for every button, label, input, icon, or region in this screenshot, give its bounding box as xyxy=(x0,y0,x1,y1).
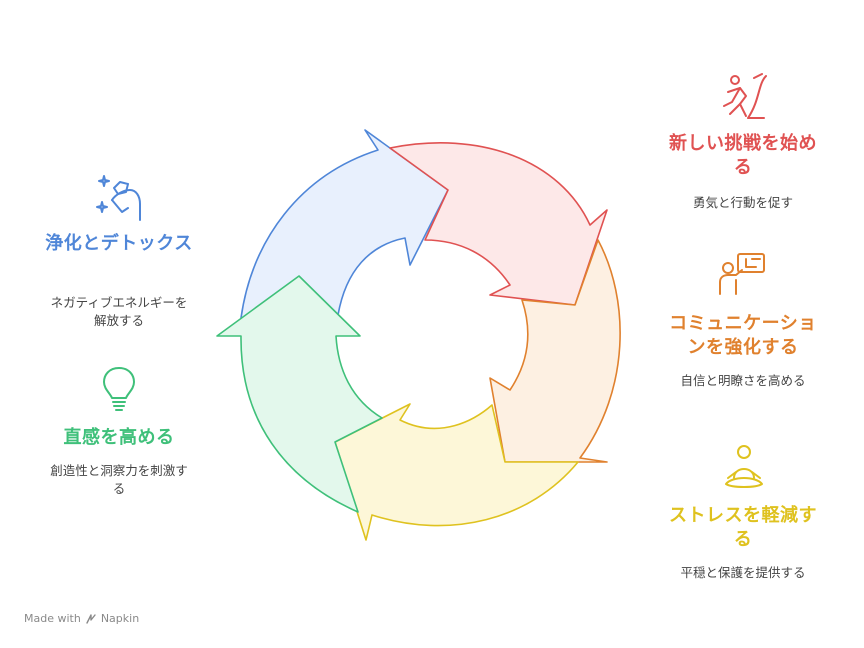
climbing-person-icon xyxy=(723,73,767,119)
title-communication: コミュニケーションを強化する xyxy=(669,313,817,358)
napkin-logo-icon xyxy=(86,613,96,624)
desc-stress: 平穏と保護を提供する xyxy=(680,565,806,580)
desc-communication: 自信と明瞭さを高める xyxy=(680,373,806,388)
title-challenge: 新しい挑戦を始める xyxy=(669,133,817,178)
made-with-label: Made with xyxy=(24,612,81,625)
meditation-person-icon xyxy=(725,445,763,488)
sparkle-hand-crystal-icon xyxy=(96,175,141,221)
title-intuition: 直感を高める xyxy=(63,427,175,448)
desc-intuition: 創造性と洞察力を刺激する xyxy=(50,463,188,496)
cycle-segment-communication xyxy=(489,239,621,463)
desc-detox: ネガティブエネルギーを解放する xyxy=(50,295,188,328)
made-with-napkin-footer: Made with Napkin xyxy=(24,612,139,625)
cycle-segment-challenge xyxy=(389,142,608,306)
title-stress: ストレスを軽減する xyxy=(669,505,817,550)
napkin-brand-label: Napkin xyxy=(100,612,140,625)
desc-challenge: 勇気と行動を促す xyxy=(692,195,793,210)
lightbulb-icon xyxy=(103,367,135,411)
presenter-board-icon xyxy=(719,253,765,295)
title-detox: 浄化とデトックス xyxy=(45,233,193,254)
cycle-segment-stress xyxy=(334,403,579,541)
cycle-segment-intuition xyxy=(216,275,383,513)
cycle-segment-detox xyxy=(240,129,449,319)
